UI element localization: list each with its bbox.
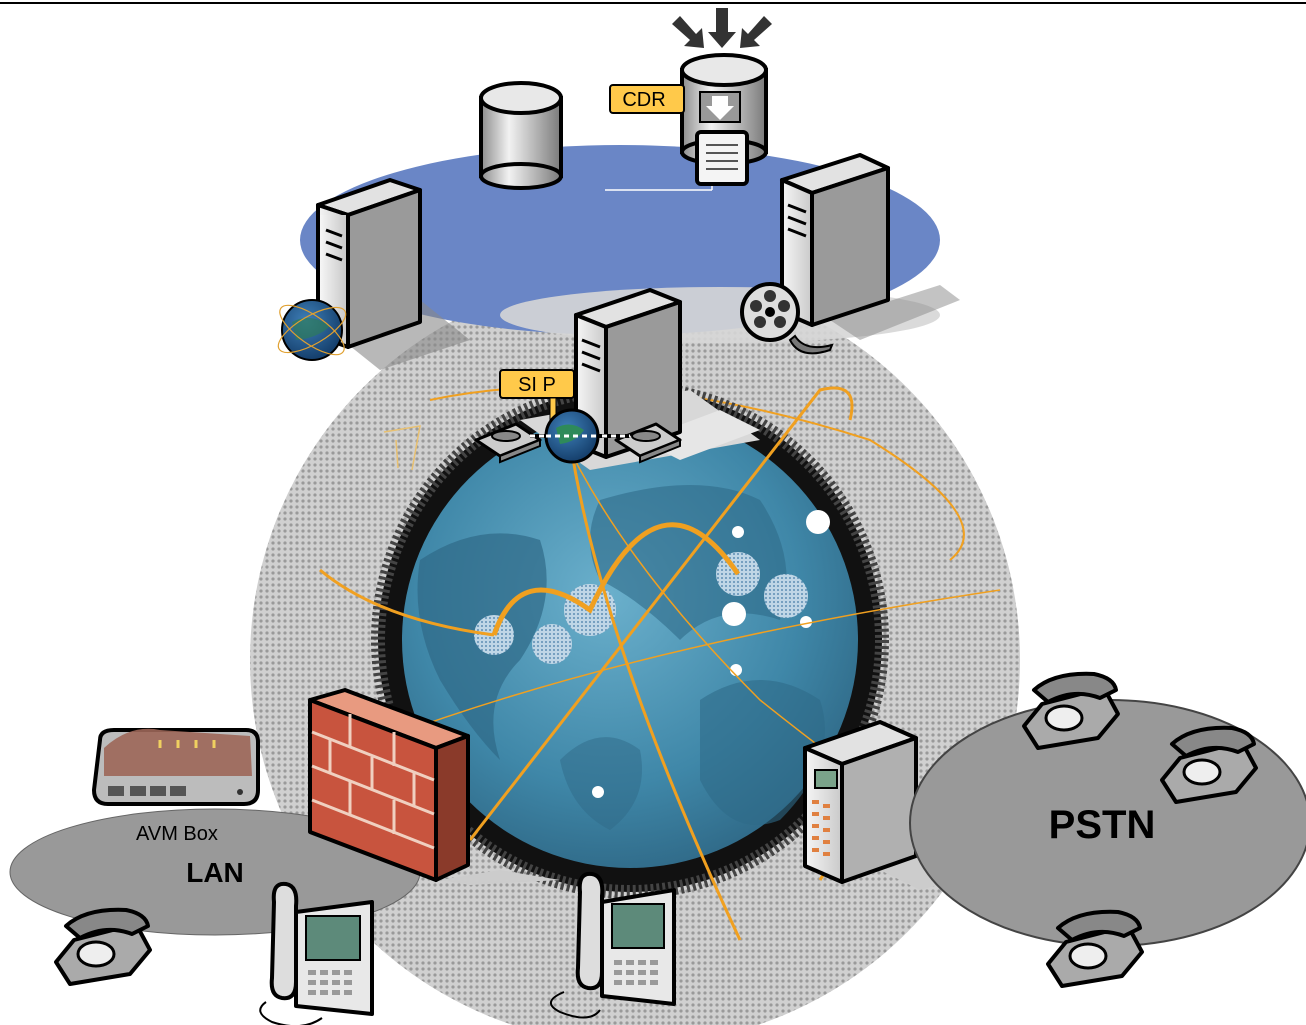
cdr-tag: CDR [609,84,685,114]
sip-label: SI P [518,374,556,396]
antenna-icon [383,425,421,471]
hop-tail [319,568,495,637]
rotary-phone-pstn-2 [1160,725,1258,804]
rotary-phone-lan [54,907,152,986]
sip-globe-icon [544,408,600,464]
pstn-label: PSTN [1049,803,1156,847]
database-server [479,81,563,190]
firewall-icon [308,688,560,885]
avm-box-label: AVM Box [136,823,218,845]
document-icon [695,130,749,186]
rotary-phone-pstn-3 [1046,909,1144,988]
cdr-label: CDR [622,89,665,111]
desk-phone-lan [259,881,374,1025]
sip-tag: SI P [499,369,575,421]
incoming-arrows-icon [672,8,772,48]
ip-phone-left [474,422,542,464]
ip-phone-right [614,422,682,464]
web-globe-icon [277,299,347,361]
right-server [780,153,960,340]
gateway-server [803,720,1030,890]
lan-label: LAN [186,857,244,888]
avm-router [91,728,260,806]
desk-phone-center [550,871,676,1019]
rotary-phone-pstn-1 [1022,671,1120,750]
media-reel-icon [740,282,834,355]
hop-path [491,522,741,636]
internet-globe [371,381,889,899]
